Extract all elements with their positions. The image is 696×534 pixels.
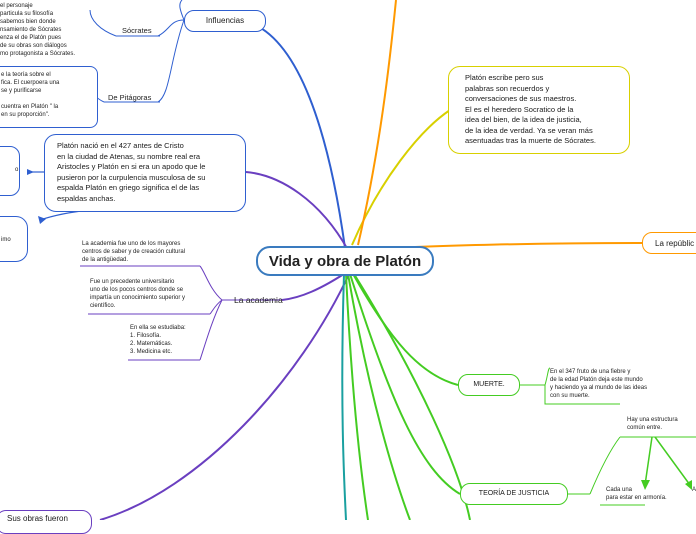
- influencias-node[interactable]: Influencias: [184, 10, 266, 32]
- academia-note-2: Fue un precedente universitario uno de l…: [90, 279, 186, 309]
- obras-node[interactable]: Sus obras fueron: [0, 510, 92, 534]
- justicia-note-3: A: [692, 487, 696, 493]
- republica-node[interactable]: La repúblic: [642, 232, 696, 254]
- muerte-label: MUERTE.: [473, 381, 505, 388]
- socrates-note: el personaje particula su filosofía sabe…: [0, 3, 76, 57]
- mindmap-connectors: [27, 0, 696, 520]
- obras-label: Sus obras fueron: [7, 514, 68, 523]
- central-topic-title: Vida y obra de Platón: [268, 253, 422, 270]
- justicia-label: TEORÍA DE JUSTICIA: [478, 490, 550, 497]
- muerte-note: En el 347 fruto de una fiebre y de la ed…: [550, 369, 648, 399]
- influencias-label: Influencias: [205, 16, 245, 25]
- justicia-note-1: Hay una estructura común entre.: [627, 417, 678, 431]
- republica-label: La repúblic: [655, 239, 695, 248]
- pitagoras-label[interactable]: De Pitágoras: [108, 93, 152, 102]
- left-box-1-text: o: [15, 167, 19, 173]
- pitagoras-note-box: e la teoría sobre el fica. El cuerpoera …: [0, 66, 98, 128]
- academia-note-1: La academia fue uno de los mayores centr…: [82, 241, 186, 263]
- socrates-label[interactable]: Sócrates: [122, 26, 152, 35]
- left-box-2-text: imo: [1, 237, 11, 243]
- left-box-1[interactable]: o: [0, 146, 20, 196]
- central-topic[interactable]: Vida y obra de Platón: [256, 246, 434, 276]
- nacimiento-node[interactable]: Platón nació en el 427 antes de Cristo e…: [44, 134, 246, 212]
- pitagoras-note: e la teoría sobre el fica. El cuerpoera …: [1, 72, 60, 118]
- academia-note-3: En ella se estudiaba: 1. Filosofía. 2. M…: [130, 325, 186, 355]
- justicia-node[interactable]: TEORÍA DE JUSTICIA: [460, 483, 568, 505]
- justicia-note-2: Cada una para estar en armonía.: [606, 487, 667, 501]
- muerte-node[interactable]: MUERTE.: [458, 374, 520, 396]
- academia-label[interactable]: La academia: [234, 295, 283, 305]
- nacimiento-text: Platón nació en el 427 antes de Cristo e…: [57, 141, 206, 203]
- left-box-2[interactable]: imo: [0, 216, 28, 262]
- escribe-node[interactable]: Platón escribe pero sus palabras son rec…: [448, 66, 630, 154]
- escribe-text: Platón escribe pero sus palabras son rec…: [465, 73, 596, 145]
